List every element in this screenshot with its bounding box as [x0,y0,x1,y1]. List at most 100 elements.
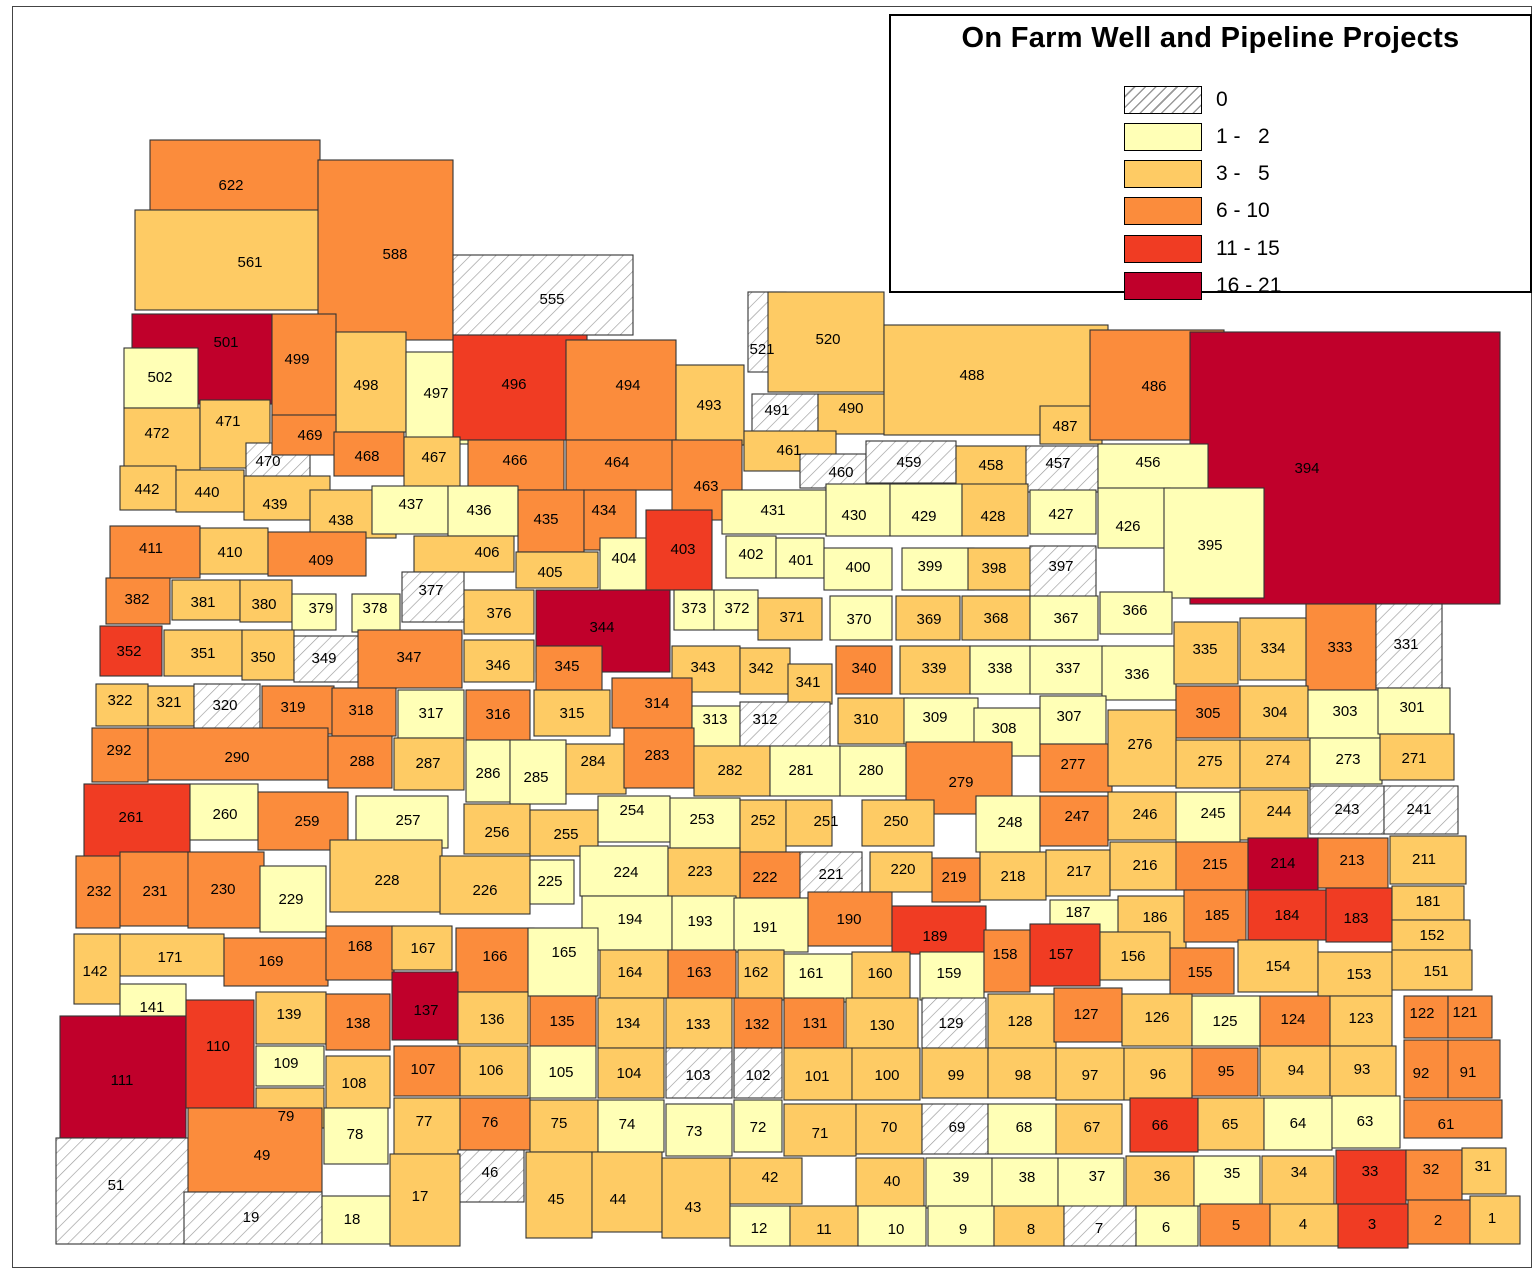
district-label-11: 11 [816,1221,832,1238]
district-label-108: 108 [341,1075,366,1092]
district-125 [1191,995,1261,1047]
district-label-367: 367 [1053,610,1078,627]
district-label-339: 339 [921,660,946,677]
district-label-331: 331 [1393,636,1418,653]
district-label-275: 275 [1197,753,1222,770]
district-label-135: 135 [549,1013,574,1030]
district-label-123: 123 [1348,1010,1373,1027]
district-472 [123,407,201,471]
district-101 [783,1047,853,1101]
district-67 [1055,1103,1123,1155]
district-label-494: 494 [615,377,640,394]
district-490 [817,393,887,435]
district-345 [535,645,603,693]
district-38 [991,1157,1059,1209]
district-label-31: 31 [1475,1158,1492,1175]
district-351 [163,629,243,677]
district-label-376: 376 [486,605,511,622]
district-93 [1329,1045,1397,1097]
district-label-463: 463 [693,478,718,495]
district-379 [291,593,337,631]
district-230 [187,851,265,929]
district-520 [767,291,885,393]
district-409 [267,531,367,577]
district-370 [829,595,893,641]
district-label-439: 439 [262,496,287,513]
district-128 [987,993,1057,1049]
district-350 [241,629,295,681]
district-label-66: 66 [1152,1117,1169,1134]
district-276 [1107,709,1177,787]
district-label-211: 211 [1412,851,1436,868]
district-437 [371,485,449,535]
district-label-169: 169 [258,953,283,970]
district-label-107: 107 [410,1061,435,1078]
district-label-312: 312 [752,711,777,728]
district-316 [465,689,531,743]
district-label-75: 75 [551,1115,568,1132]
district-226 [439,855,531,915]
district-label-223: 223 [687,863,712,880]
district-561 [134,209,336,311]
district-label-280: 280 [858,762,883,779]
district-168 [325,925,395,981]
district-286 [465,739,511,803]
district-63 [1331,1095,1401,1149]
district-label-164: 164 [617,964,642,981]
district-190 [807,891,893,947]
district-label-458: 458 [978,457,1003,474]
district-label-138: 138 [345,1015,370,1032]
district-label-254: 254 [619,802,644,819]
district-label-183: 183 [1343,910,1368,927]
district-410 [199,527,269,575]
district-283 [623,727,695,789]
district-427 [1029,489,1097,535]
district-label-219: 219 [941,869,966,886]
district-label-279: 279 [948,774,973,791]
district-494 [565,339,677,441]
district-label-351: 351 [190,645,215,662]
district-label-257: 257 [395,812,420,829]
district-label-12: 12 [751,1220,768,1237]
district-213 [1317,837,1389,889]
district-label-64: 64 [1290,1115,1307,1132]
district-label-561: 561 [237,254,262,271]
district-45 [525,1151,593,1239]
district-555 [452,254,634,336]
district-label-490: 490 [838,400,863,417]
district-label-347: 347 [396,649,421,666]
district-label-43: 43 [685,1199,702,1216]
district-158 [983,929,1031,993]
district-label-137: 137 [413,1002,438,1019]
district-171 [119,933,225,977]
district-label-343: 343 [690,659,715,676]
district-260 [189,783,259,841]
district-label-32: 32 [1423,1161,1440,1178]
district-69 [921,1103,989,1155]
district-label-65: 65 [1222,1116,1239,1133]
district-218 [979,851,1047,901]
district-10 [857,1205,927,1247]
legend-swatch [1124,86,1202,114]
district-426 [1097,487,1171,549]
district-78 [323,1107,389,1165]
district-label-106: 106 [478,1062,503,1079]
district-163 [667,949,737,999]
district-label-321: 321 [156,694,181,711]
district-label-456: 456 [1135,454,1160,471]
district-label-218: 218 [1000,868,1025,885]
district-label-33: 33 [1362,1163,1379,1180]
district-label-36: 36 [1154,1168,1171,1185]
legend-swatch [1124,197,1202,225]
district-label-160: 160 [867,965,892,982]
district-label-17: 17 [412,1188,429,1205]
district-4 [1269,1203,1339,1247]
district-137 [391,971,459,1041]
district-label-232: 232 [86,883,111,900]
district-331 [1375,603,1443,689]
district-428 [961,483,1029,537]
district-label-184: 184 [1274,907,1299,924]
district-label-461: 461 [776,442,801,459]
district-469 [271,414,337,456]
district-label-191: 191 [752,919,777,936]
